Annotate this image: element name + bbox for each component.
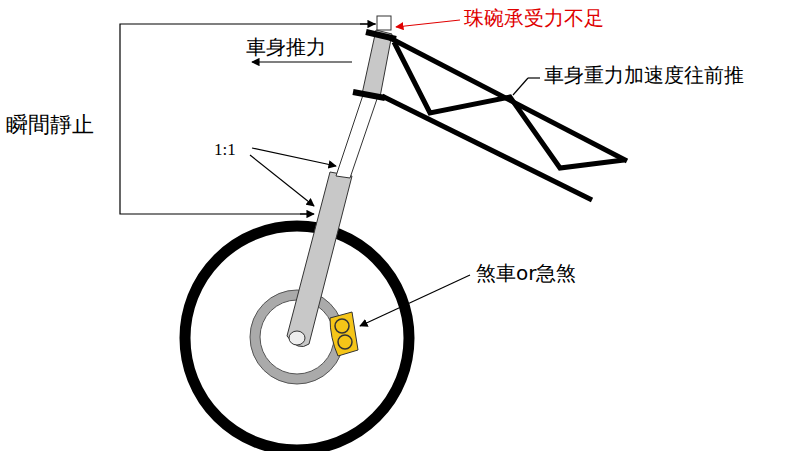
leader-line xyxy=(252,148,336,166)
force-label: 車身重力加速度往前推 xyxy=(544,64,744,87)
axle xyxy=(289,331,305,345)
bracket-arrow xyxy=(360,23,375,24)
force-arrow xyxy=(252,61,352,62)
leader-line xyxy=(396,20,460,27)
fork-stanchion xyxy=(336,92,378,178)
tire xyxy=(185,226,409,450)
leader-line xyxy=(360,275,470,326)
brake-label: 煞車or急煞 xyxy=(476,262,576,285)
warning-label: 珠碗承受力不足 xyxy=(464,7,604,30)
brake-caliper xyxy=(330,312,358,356)
lower-clamp xyxy=(353,92,385,98)
frame-truss xyxy=(382,38,627,200)
leader-line xyxy=(513,78,528,95)
bracket xyxy=(120,24,376,214)
fork-lower-leg xyxy=(287,172,352,347)
force-label: 車身推力 xyxy=(246,36,326,59)
leader-line xyxy=(250,155,314,206)
ratio-label: 1:1 xyxy=(214,140,236,160)
state-label: 瞬間靜止 xyxy=(6,112,94,137)
caliper-piston xyxy=(338,335,352,349)
caliper-piston xyxy=(335,319,349,333)
steering-bearing-cap xyxy=(377,16,391,30)
leader-line xyxy=(528,77,540,78)
bracket-arrow xyxy=(300,213,314,214)
